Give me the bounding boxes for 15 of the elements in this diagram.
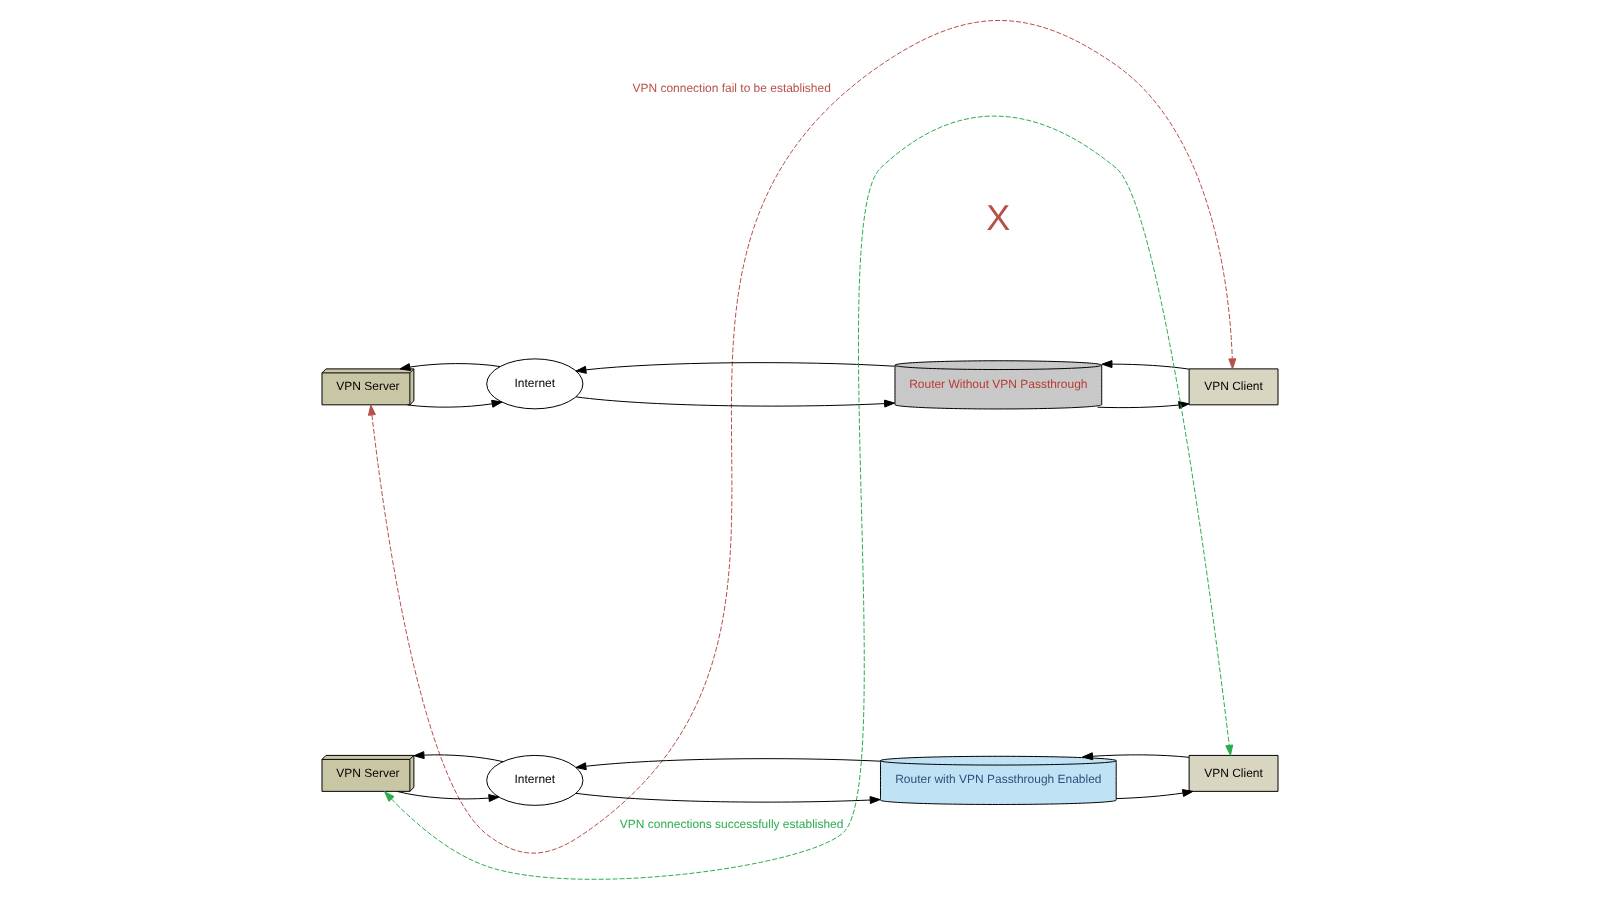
arrow bbox=[575, 792, 881, 805]
arrow bbox=[407, 399, 503, 408]
arrow bbox=[396, 790, 500, 803]
arrow bbox=[575, 758, 881, 771]
arrow bbox=[399, 363, 501, 371]
arrow bbox=[575, 362, 896, 374]
arrow bbox=[367, 20, 1237, 854]
arrow bbox=[1115, 789, 1194, 800]
arrow bbox=[413, 751, 504, 763]
arrow bbox=[575, 396, 896, 408]
arrow bbox=[1101, 360, 1190, 370]
label: X bbox=[986, 197, 1011, 238]
arrow bbox=[1082, 752, 1190, 761]
arrow bbox=[1097, 401, 1190, 409]
arrow bbox=[384, 115, 1234, 880]
